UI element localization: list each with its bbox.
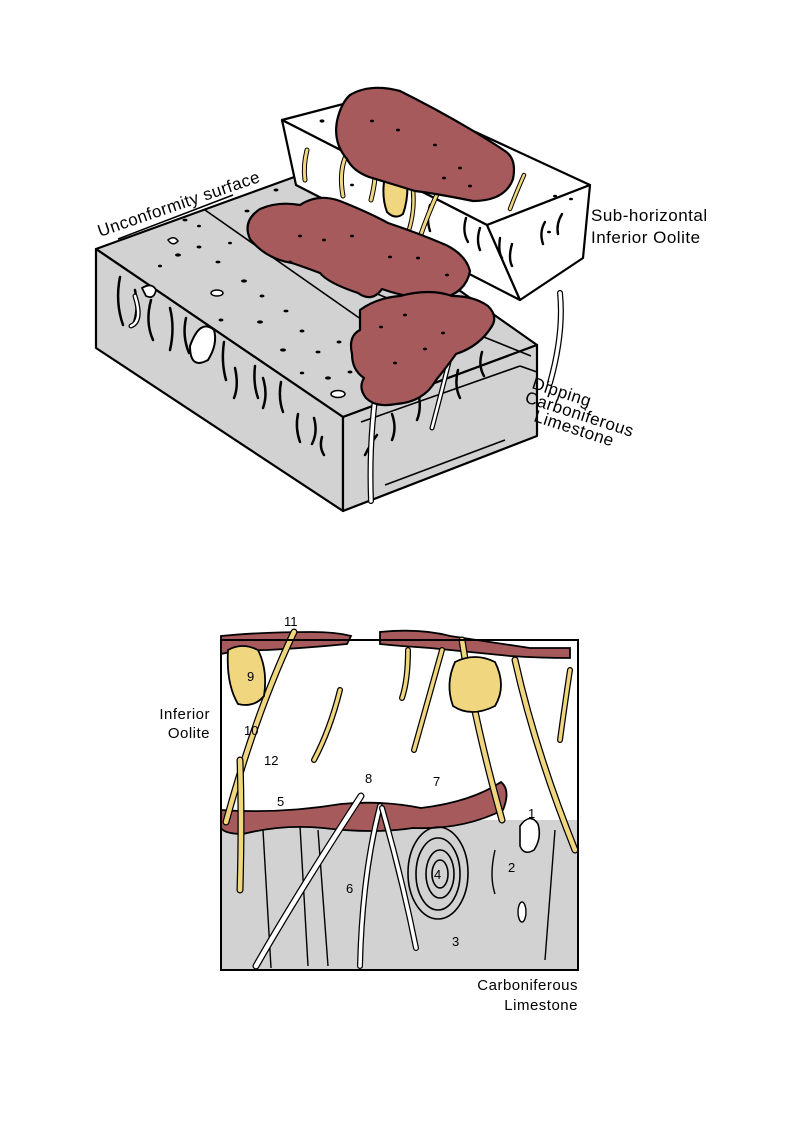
crust-front xyxy=(349,290,496,407)
label-section-limestone: Limestone xyxy=(504,997,578,1014)
white-cavity-small xyxy=(140,284,157,299)
crust-pores xyxy=(288,119,472,365)
section-white-pocket xyxy=(519,817,541,854)
section-number-labels: 1 2 3 4 5 6 7 8 9 10 11 12 xyxy=(244,614,535,949)
section-white-veins xyxy=(252,792,419,970)
section-fissures xyxy=(262,825,556,969)
label-section-inferior: Inferior xyxy=(159,706,210,723)
number-12: 12 xyxy=(264,753,278,768)
crust-centre xyxy=(246,196,472,301)
number-8: 8 xyxy=(365,771,372,786)
number-10: 10 xyxy=(244,723,258,738)
label-section-oolite: Oolite xyxy=(168,725,210,742)
section-labels: Inferior Oolite Carboniferous Limestone xyxy=(159,706,578,1014)
white-cavity xyxy=(188,325,217,364)
section-frame xyxy=(220,639,579,971)
label-section-carboniferous: Carboniferous xyxy=(477,977,578,994)
number-7: 7 xyxy=(433,774,440,789)
section-white-pore xyxy=(517,901,527,923)
ooid-nodule xyxy=(407,826,469,920)
number-3: 3 xyxy=(452,934,459,949)
label-sub-horizontal: Sub-horizontal xyxy=(591,206,708,225)
label-inferior-oolite: Inferior Oolite xyxy=(591,228,701,247)
section-yellow-pocket-right xyxy=(448,656,502,713)
section-yellow-veins xyxy=(222,628,579,894)
number-2: 2 xyxy=(508,860,515,875)
number-9: 9 xyxy=(247,669,254,684)
section-oolite xyxy=(221,640,578,820)
number-4: 4 xyxy=(434,867,441,882)
limestone-white-veins xyxy=(128,290,564,504)
oolite-right-face xyxy=(485,183,592,302)
number-11: 11 xyxy=(284,614,298,629)
limestone-right-face xyxy=(341,343,539,513)
number-6: 6 xyxy=(346,881,353,896)
section-limestone xyxy=(221,820,578,970)
section-diagram: 1 2 3 4 5 6 7 8 9 10 11 12 Inferior Ooli… xyxy=(159,614,579,1014)
block-diagram: Unconformity surface Sub-horizontal Infe… xyxy=(94,86,708,513)
oolite-fissures xyxy=(426,203,564,268)
number-1: 1 xyxy=(528,806,535,821)
section-yellow-pocket-left xyxy=(226,645,267,706)
surface-holes xyxy=(166,237,346,399)
number-5: 5 xyxy=(277,794,284,809)
surface-pores xyxy=(158,188,353,380)
crust-oolite-top xyxy=(335,86,516,203)
